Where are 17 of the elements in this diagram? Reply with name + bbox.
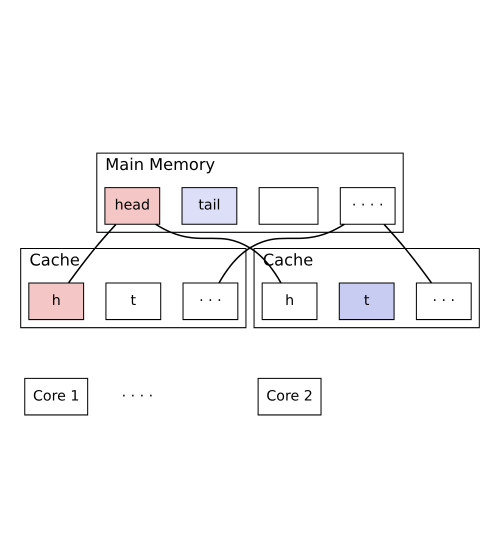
node-box: t bbox=[338, 282, 395, 320]
node-box: Core 2 bbox=[258, 377, 322, 415]
connector bbox=[155, 223, 282, 283]
node-box: head bbox=[104, 186, 160, 224]
node-box: · · · · bbox=[340, 186, 396, 224]
node-box: · · · bbox=[416, 282, 472, 320]
node-box: tail bbox=[182, 186, 238, 224]
connector bbox=[68, 223, 116, 283]
node-box: h bbox=[28, 282, 84, 320]
connector bbox=[384, 223, 432, 283]
connector bbox=[218, 223, 345, 283]
node-box: · · · bbox=[182, 282, 238, 320]
node-box: h bbox=[262, 282, 318, 320]
label: · · · · bbox=[122, 388, 154, 404]
node-box: t bbox=[105, 282, 162, 320]
node-box bbox=[258, 186, 318, 224]
node-box: Core 1 bbox=[24, 377, 88, 415]
